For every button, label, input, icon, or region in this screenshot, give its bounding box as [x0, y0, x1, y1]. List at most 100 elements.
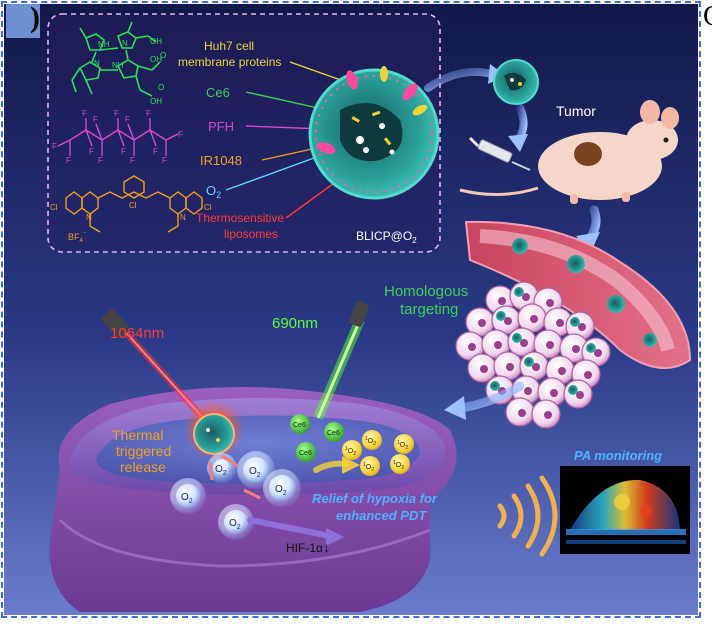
pa-signal-waves	[497, 475, 558, 557]
visible-wavelength-label: 690nm	[272, 315, 318, 332]
thermal-label-2: triggered	[116, 443, 171, 459]
ce6-molecules	[290, 414, 344, 462]
pfh-f-3: F	[82, 109, 87, 118]
singlet-oxygen: 1O2	[360, 456, 380, 476]
legend-o2: O2	[206, 183, 221, 200]
tumor-cell	[563, 379, 593, 409]
singlet-oxygen: 1O2	[362, 430, 382, 450]
ir1048-bf4: BF4⁻	[68, 231, 87, 244]
oxygen-bubble-label: O2	[275, 484, 287, 497]
tumor-cell	[519, 351, 549, 381]
oxygen-bubble-label: O2	[215, 464, 227, 477]
ce6-tag-1: Ce6	[293, 422, 306, 429]
ce6-atom-oh-2: OH	[150, 55, 162, 64]
tumor-cell	[505, 397, 535, 427]
visible-laser	[313, 301, 370, 420]
nir-wavelength-label: 1064nm	[110, 325, 164, 342]
tumor-label: Tumor	[556, 103, 596, 119]
legend-box	[47, 13, 441, 253]
small-nanoparticle	[493, 59, 539, 105]
tumor-cell	[531, 399, 561, 429]
oxygen-bubble: O2	[170, 478, 206, 514]
oxygen-bubble-label: O2	[249, 466, 261, 479]
pfh-fluorine-labels: F F F F F F F F F F F F F F	[52, 109, 183, 165]
pfh-f-7: F	[114, 109, 119, 118]
pdt-arrow	[313, 456, 360, 474]
ce6-atom-oh-3: OH	[150, 97, 162, 106]
singlet-oxygen-label: 1O2	[397, 440, 408, 451]
oxygen-bubble-label: O2	[229, 518, 241, 531]
blood-vessel	[464, 220, 692, 369]
ir1048-structure	[65, 175, 203, 233]
ce6-atom-o-1: O	[160, 51, 166, 60]
pa-monitoring-image	[560, 466, 690, 554]
legend-liposomes-1: Thermosensitive	[196, 211, 284, 225]
ir1048-cl-1: Cl	[50, 203, 58, 212]
blicp-nanoparticle	[308, 66, 440, 200]
thermal-label-1: Thermal	[112, 427, 163, 443]
ce6-atom-nh-1: NH	[98, 40, 110, 49]
ce6-atom-n-1: N	[94, 59, 100, 68]
ce6-atom-oh-1: OH	[150, 37, 162, 46]
legend-membrane-proteins-1: Huh7 cell	[204, 39, 254, 53]
pfh-f-11: F	[146, 109, 151, 118]
pfh-f-1: F	[66, 156, 71, 165]
pfh-f-10: F	[125, 115, 130, 124]
ce6-structure	[71, 21, 161, 97]
oxygen-bubble-label: O2	[181, 492, 193, 505]
hypoxia-arrow	[247, 517, 344, 546]
singlet-oxygen-label: 1O2	[363, 462, 374, 473]
singlet-oxygen-label: 1O2	[345, 446, 356, 457]
ce6-tag-3: Ce6	[299, 450, 312, 457]
flow-arrow-4	[444, 381, 525, 420]
legend-pfh: PFH	[208, 119, 234, 134]
ir1048-n-2: N	[180, 213, 186, 222]
tumor-cell	[581, 337, 611, 367]
mouse-illustration	[459, 100, 679, 204]
pfh-f-9: F	[130, 156, 135, 165]
relief-label-1: Relief of hypoxia for	[312, 491, 438, 506]
relief-label-2: enhanced PDT	[336, 508, 427, 523]
singlet-oxygen: 1O2	[390, 454, 410, 474]
panel-badge-text: )	[30, 1, 40, 34]
thermal-label-3: release	[120, 459, 166, 475]
pfh-f-14: F	[162, 156, 167, 165]
ir1048-n-1: N	[86, 213, 92, 222]
ir1048-cl-2: Cl	[129, 201, 137, 210]
pa-monitoring-label: PA monitoring	[574, 448, 662, 463]
ce6-atom-nh-2: NH	[112, 61, 124, 70]
pfh-f-13: F	[178, 130, 183, 139]
bursting-nanoparticle	[193, 413, 235, 455]
homologous-label-2: targeting	[400, 301, 458, 318]
ir1048-cl-3: Cl	[204, 203, 212, 212]
flow-arrow-2	[508, 104, 528, 152]
legend-liposomes-2: liposomes	[224, 227, 278, 241]
ir1048-atom-labels: Cl Cl Cl N N BF4⁻	[50, 201, 212, 244]
ce6-atom-n-2: N	[122, 39, 128, 48]
pfh-structure	[57, 118, 179, 156]
next-panel-letter-fragment: C	[703, 1, 712, 33]
pfh-f-8: F	[121, 147, 126, 156]
pfh-f-4: F	[89, 147, 94, 156]
release-arrows	[208, 454, 261, 500]
singlet-oxygen: 1O2	[394, 434, 414, 454]
pfh-f-5: F	[98, 156, 103, 165]
legend-ce6: Ce6	[206, 85, 230, 100]
pfh-f-2: F	[52, 142, 57, 151]
singlet-oxygen: 1O2	[342, 440, 362, 460]
pfh-f-12: F	[153, 147, 158, 156]
tumor-cell	[509, 281, 539, 311]
homologous-label-1: Homologous	[384, 283, 468, 300]
ce6-atom-o-2: O	[158, 83, 164, 92]
ce6-atom-labels: NH NH N N OH OH OH O O	[94, 37, 166, 106]
panel-badge	[6, 4, 40, 38]
hif-label: HIF-1α↓	[286, 539, 330, 555]
pfh-f-6: F	[93, 115, 98, 124]
syringe-icon	[468, 136, 531, 171]
singlet-oxygen-group: 1O2 1O2 1O2 1O2 1O2	[342, 430, 414, 476]
singlet-oxygen-label: 1O2	[393, 460, 404, 471]
legend-ir1048: IR1048	[200, 153, 242, 168]
tumor-cluster	[455, 281, 611, 429]
